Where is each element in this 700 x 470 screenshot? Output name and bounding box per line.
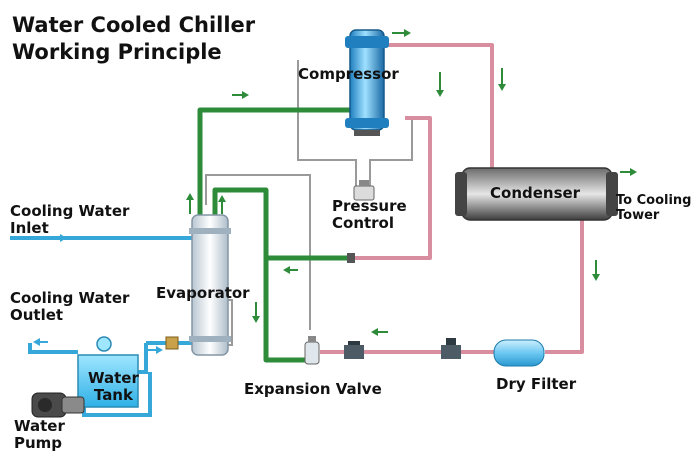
evaporator-unit [189,214,231,356]
water-pump-line-2: Pump [14,434,63,453]
flow-arrows [33,29,637,354]
inline-valves [165,253,461,359]
arrow-down-condenser-out [592,260,600,281]
arrow-left-control [283,266,298,274]
cooling-water-inlet-label: Cooling Water Inlet [10,202,130,238]
to-cooling-tower-label: To Cooling Tower [616,193,692,224]
water-tank-label: Water Tank [88,369,139,405]
arrow-left-liquid [371,328,388,336]
arrow-right-cooling-tower [620,168,637,176]
pressure-control-device [353,180,375,201]
cooling-water-inlet-line-1: Cooling Water [10,202,130,220]
arrow-up-evap-right [218,195,226,214]
condenser-unit [455,167,618,221]
water-tank-line-2: Tank [93,386,133,405]
cooling-water-outlet-line-1: Cooling Water [10,289,130,307]
water-pump-line-1: Water [14,417,65,435]
arrow-down-discharge [436,72,444,97]
dry-filter-label: Dry Filter [496,375,577,393]
title-line-2: Working Principle [12,40,222,65]
water-pump-unit [31,392,85,418]
to-cooling-tower-line-1: To Cooling [616,193,692,208]
arrow-down-green [252,302,260,323]
pressure-control-line-1: Pressure [332,197,407,215]
dry-filter-device [493,339,545,367]
expansion-valve-label: Expansion Valve [244,380,382,398]
condenser-label: Condenser [490,184,581,202]
arrow-right-suction [232,91,249,99]
compressor-label: Compressor [298,65,399,83]
water-tank-unit [77,336,139,408]
cooling-water-inlet-line-2: Inlet [10,219,49,238]
arrow-left-outlet [33,338,48,346]
title-line-1: Water Cooled Chiller [12,13,256,37]
water-tank-line-1: Water [88,369,139,387]
pressure-control-label: Pressure Control [332,197,407,233]
arrow-right-top [392,29,411,37]
arrow-right-inlet [52,234,67,242]
evaporator-label: Evaporator [156,284,250,302]
pressure-control-line-2: Control [332,214,395,233]
arrow-right-tank [148,346,163,354]
arrow-up-evap-left [186,193,194,214]
water-pump-label: Water Pump [14,417,65,453]
arrow-down-condenser-in [498,68,506,91]
cooling-water-outlet-line-2: Outlet [10,306,64,325]
cooling-water-outlet-label: Cooling Water Outlet [10,289,130,325]
cold-refrigerant-line [197,107,350,363]
expansion-valve-device [304,336,320,365]
diagram-title: Water Cooled Chiller Working Principle [12,12,255,67]
compressor-unit [345,29,389,136]
to-cooling-tower-line-2: Tower [616,207,660,223]
